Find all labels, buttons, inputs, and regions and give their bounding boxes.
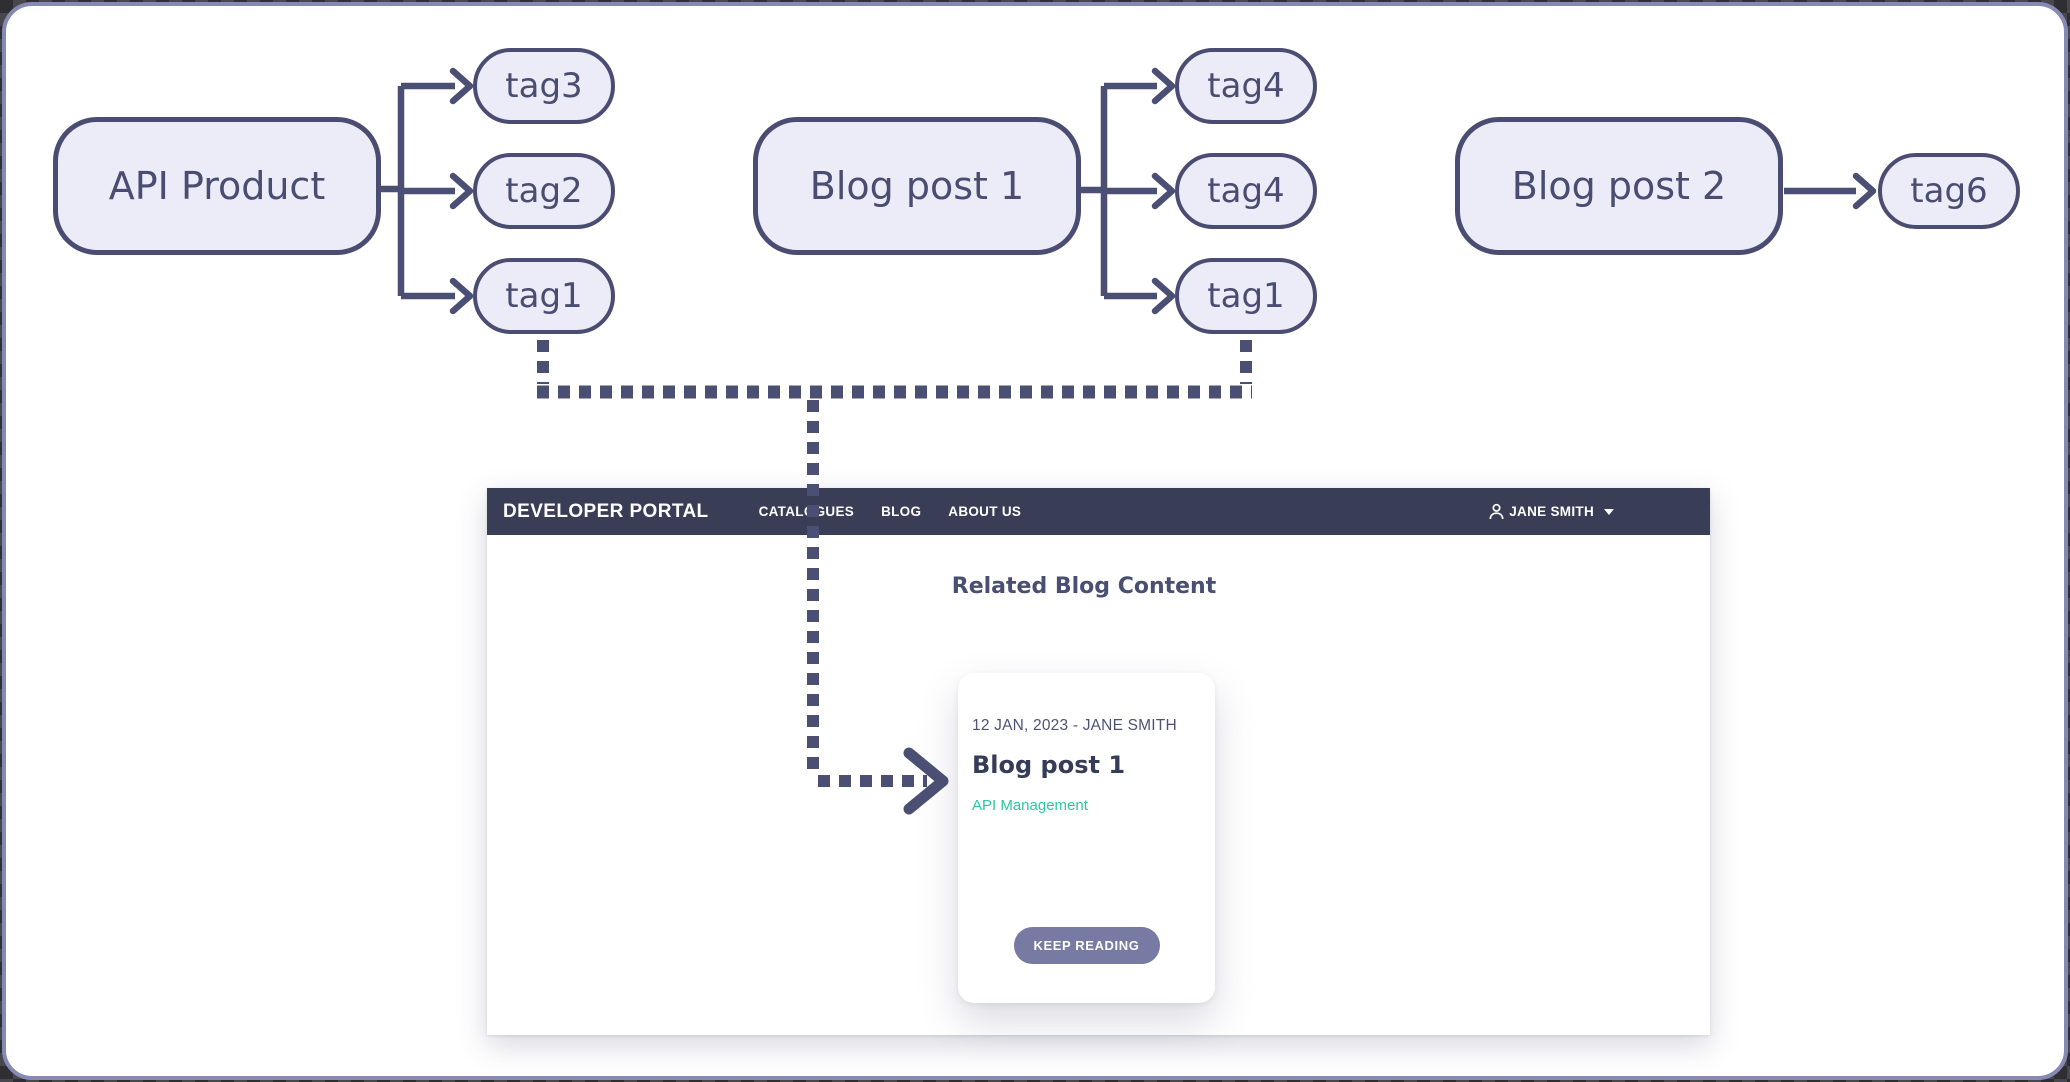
tag-pill-label: tag6 <box>1910 171 1988 211</box>
keep-reading-button[interactable]: KEEP READING <box>1013 927 1160 964</box>
tag-pill-tag6: tag6 <box>1878 153 2020 229</box>
tag-pill-tag2: tag2 <box>473 153 615 229</box>
blog-card: 12 JAN, 2023 - JANE SMITH Blog post 1 AP… <box>958 673 1215 1003</box>
section-title: Related Blog Content <box>951 574 1217 599</box>
portal-brand: DEVELOPER PORTAL <box>503 500 709 522</box>
tag-pill-tag1-left: tag1 <box>473 258 615 334</box>
blog-card-meta: 12 JAN, 2023 - JANE SMITH <box>972 717 1177 734</box>
tag-pill-label: tag2 <box>505 171 583 211</box>
node-blog-post-1: Blog post 1 <box>753 117 1081 255</box>
tag-pill-label: tag1 <box>1207 276 1285 316</box>
portal-nav: CATALOGUES BLOG ABOUT US <box>759 504 1022 519</box>
person-icon <box>1489 503 1504 520</box>
user-name: JANE SMITH <box>1509 504 1594 519</box>
node-api-product: API Product <box>53 117 381 255</box>
nav-item-blog[interactable]: BLOG <box>881 504 922 519</box>
tag-pill-tag1-right: tag1 <box>1175 258 1317 334</box>
portal-window: DEVELOPER PORTAL CATALOGUES BLOG ABOUT U… <box>487 488 1710 1035</box>
node-blog-post-2-label: Blog post 2 <box>1511 164 1727 208</box>
node-blog-post-2: Blog post 2 <box>1455 117 1783 255</box>
tag-pill-label: tag4 <box>1207 171 1285 211</box>
chevron-down-icon <box>1604 508 1614 515</box>
portal-content: Related Blog Content 12 JAN, 2023 - JANE… <box>487 535 1710 1035</box>
user-menu[interactable]: JANE SMITH <box>1488 503 1614 520</box>
blog-card-title: Blog post 1 <box>972 751 1126 779</box>
nav-item-catalogues[interactable]: CATALOGUES <box>758 504 855 519</box>
blog-card-tag-link[interactable]: API Management <box>972 797 1088 814</box>
nav-item-about-us[interactable]: ABOUT US <box>948 504 1022 519</box>
tag-pill-label: tag4 <box>1207 66 1285 106</box>
tag-pill-label: tag1 <box>505 276 583 316</box>
tag-pill-tag4-top: tag4 <box>1175 48 1317 124</box>
tag-pill-tag3: tag3 <box>473 48 615 124</box>
tag-pill-tag4-mid: tag4 <box>1175 153 1317 229</box>
node-blog-post-1-label: Blog post 1 <box>809 164 1025 208</box>
node-api-product-label: API Product <box>108 164 326 208</box>
tag-pill-label: tag3 <box>505 66 583 106</box>
portal-navbar: DEVELOPER PORTAL CATALOGUES BLOG ABOUT U… <box>487 488 1710 535</box>
